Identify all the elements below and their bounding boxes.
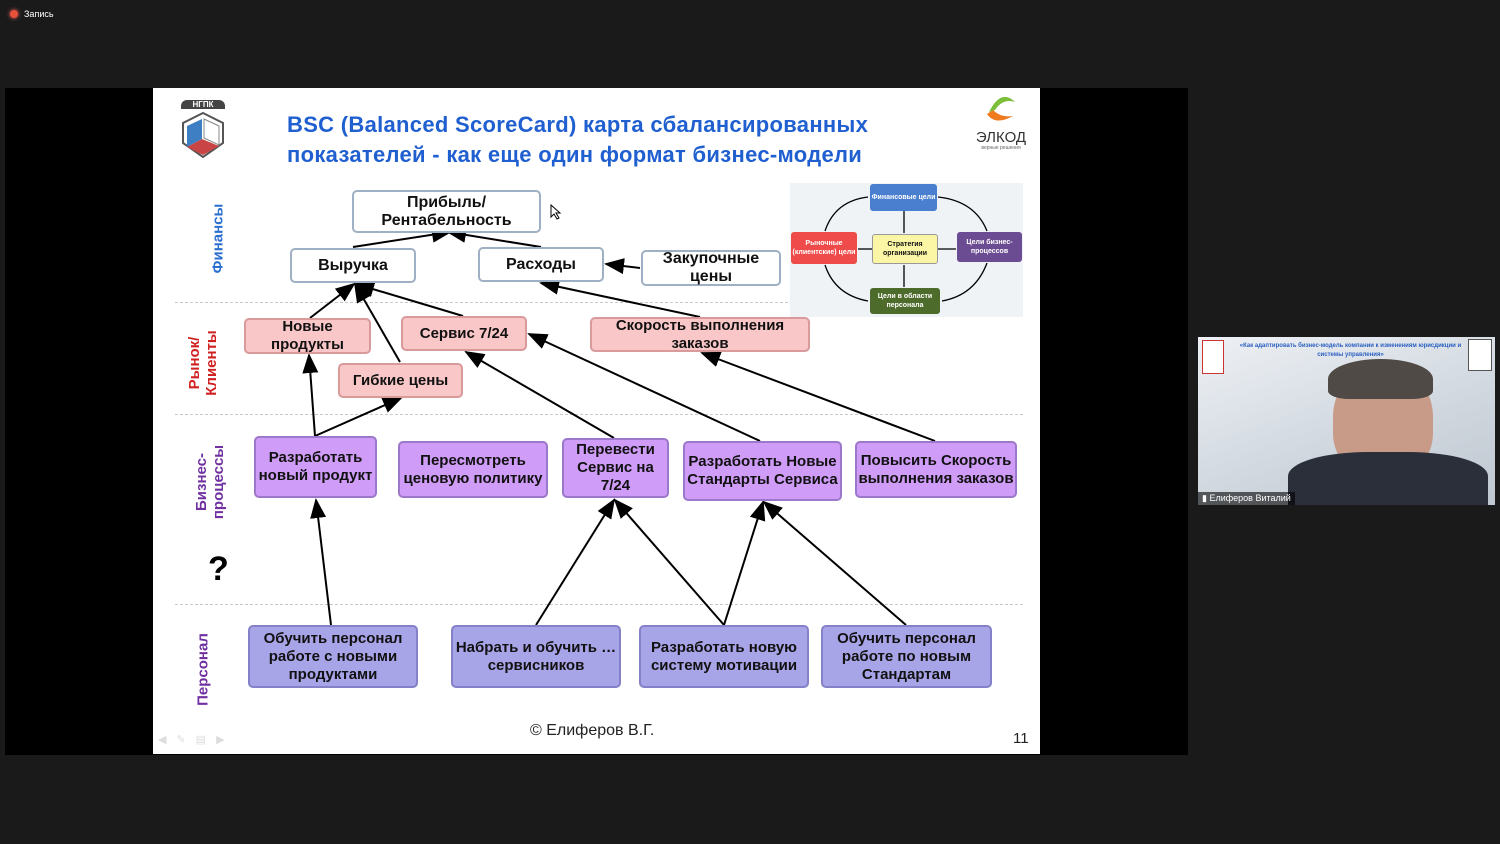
node-develop-standards: Разработать Новые Стандарты Сервиса: [683, 441, 842, 501]
elkod-logo: ЭЛКОД верные решения: [966, 92, 1036, 154]
mini-arrows: [824, 196, 988, 302]
arrow: [464, 350, 615, 439]
slide-footer: © Елиферов В.Г.: [530, 722, 655, 739]
node-flexible-prices: Гибкие цены: [338, 363, 463, 398]
connector: [187, 119, 202, 147]
node-increase-speed: Повысить Скорость выполнения заказов: [855, 441, 1017, 498]
recording-indicator[interactable]: Запись: [10, 9, 54, 19]
node-purchase-prices: Закупочные цены: [641, 250, 781, 286]
ngpk-logo-small: [1468, 339, 1492, 371]
arrow: [535, 498, 616, 626]
node-train-products: Обучить персонал работе с новыми продукт…: [248, 625, 418, 688]
mouse-cursor-icon: [550, 203, 562, 220]
connector: [203, 118, 220, 146]
connector: [989, 96, 1015, 112]
row-divider: [175, 302, 1023, 303]
arrow: [613, 498, 725, 626]
mini-node-strategy: Стратегия организации: [872, 234, 938, 264]
node-costs: Расходы: [478, 247, 604, 282]
connector: [824, 264, 869, 302]
row-divider: [175, 604, 1023, 605]
node-review-pricing: Пересмотреть ценовую политику: [398, 441, 548, 498]
arrow: [314, 397, 403, 437]
node-service-247: Сервис 7/24: [401, 316, 527, 351]
arrow: [309, 282, 356, 319]
node-train-standards: Обучить персонал работе по новым Стандар…: [821, 625, 992, 688]
mini-node-process: Цели бизнес-процессов: [957, 232, 1022, 262]
connector: [937, 196, 988, 232]
connector: [182, 111, 224, 159]
arrow: [539, 278, 701, 318]
mini-node-personnel: Цели в области персонала: [870, 288, 940, 314]
ngpk-logo: НГПК: [175, 100, 231, 164]
node-order-speed: Скорость выполнения заказов: [590, 317, 810, 352]
connector: [987, 110, 1013, 121]
participant-name-tag: ▮ Елиферов Виталий: [1198, 492, 1295, 505]
slide-title: BSC (Balanced ScoreCard) карта сбалансир…: [287, 110, 947, 170]
recording-label: Запись: [24, 9, 54, 19]
node-profit: Прибыль/ Рентабельность: [352, 190, 541, 233]
arrow: [604, 258, 641, 275]
title-line-1: BSC (Balanced ScoreCard) карта сбалансир…: [287, 112, 869, 137]
node-develop-product: Разработать новый продукт: [254, 436, 377, 498]
university-logo: [1202, 340, 1224, 374]
arrow: [762, 500, 907, 626]
mini-bsc-diagram: Финансовые цели Рыночные (клиентские) це…: [790, 183, 1023, 317]
node-new-products: Новые продукты: [244, 318, 371, 354]
node-move-service: Перевести Сервис на 7/24: [562, 438, 669, 498]
arrow: [700, 351, 936, 442]
mini-node-financial: Финансовые цели: [870, 184, 937, 211]
speaker-hair: [1328, 359, 1433, 399]
arrow: [527, 333, 761, 442]
connector: [941, 262, 988, 302]
arrow: [352, 226, 452, 248]
arrow: [723, 500, 766, 626]
arrow: [310, 498, 332, 626]
node-hire-technicians: Набрать и обучить … сервисников: [451, 625, 621, 688]
video-banner: «Как адаптировать бизнес-модель компании…: [1239, 343, 1462, 358]
row-label-unknown: ?: [208, 550, 229, 588]
arrow: [302, 353, 319, 437]
connector: [824, 196, 869, 232]
arrow: [446, 226, 542, 248]
slide-page-number: 11: [1013, 730, 1029, 747]
node-motivation-system: Разработать новую систему мотивации: [639, 625, 809, 688]
speaker-suit: [1288, 452, 1488, 505]
arrow: [354, 282, 401, 363]
participant-video-tile[interactable]: «Как адаптировать бизнес-модель компании…: [1198, 337, 1495, 505]
arrow: [354, 281, 464, 317]
row-divider: [175, 414, 1023, 415]
elkod-name: ЭЛКОД: [975, 129, 1027, 146]
elkod-tagline: верные решения: [981, 145, 1021, 151]
participant-name: Елиферов Виталий: [1209, 493, 1291, 503]
title-line-2: показателей - как еще один формат бизнес…: [287, 142, 863, 167]
mini-node-market: Рыночные (клиентские) цели: [791, 232, 857, 264]
record-icon: [10, 10, 18, 18]
slide-nav-controls[interactable]: ◀✎▤▶: [158, 734, 235, 746]
signal-icon: ▮: [1202, 493, 1207, 503]
connector: [187, 139, 219, 155]
node-revenue: Выручка: [290, 248, 416, 283]
